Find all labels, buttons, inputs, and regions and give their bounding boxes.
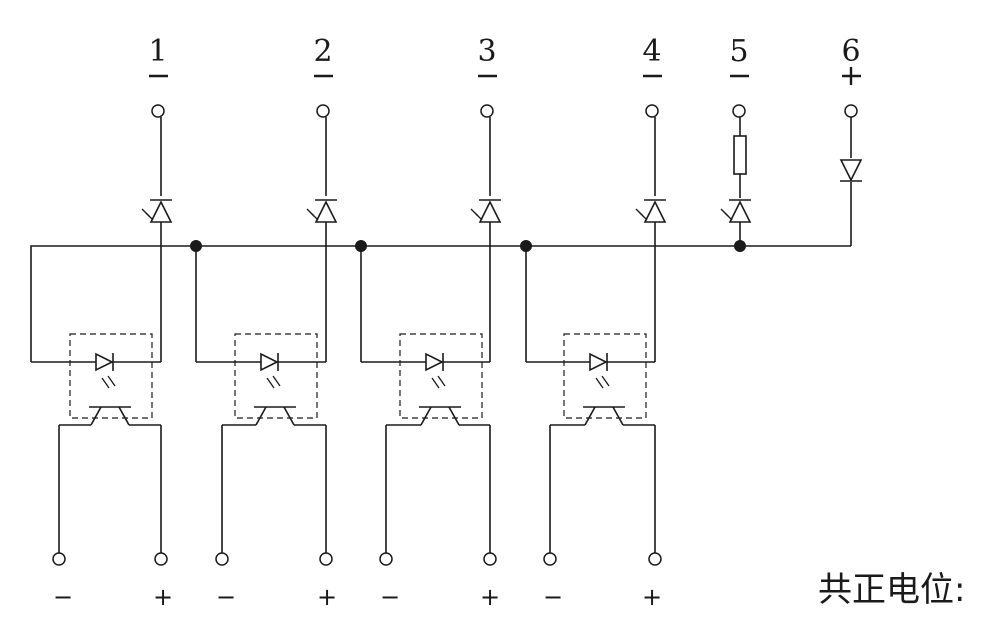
pin-number: 1 [148, 34, 167, 69]
pin-number: 2 [313, 34, 332, 69]
terminal-icon[interactable] [151, 104, 165, 118]
led-triangle [643, 200, 667, 223]
terminal-icon[interactable] [379, 552, 393, 566]
pin-6-label: 6 [841, 34, 861, 85]
light-arrow [474, 212, 483, 221]
optocoupler-box [563, 333, 647, 419]
optocoupler-icon [31, 333, 161, 426]
phototransistor-icon [59, 406, 161, 426]
opto-led-triangle [425, 352, 444, 372]
transistor-collector [420, 406, 432, 426]
output-1-minus: − [53, 583, 73, 611]
output-3-minus: − [380, 583, 400, 611]
transistor-emitter [118, 406, 130, 426]
pin-2-label: 2 [313, 34, 333, 78]
transistor-emitter [283, 406, 295, 426]
light-arrow [107, 375, 116, 387]
common-bus [30, 245, 851, 362]
optocoupler-icon [526, 333, 655, 426]
output-2-plus: + [317, 583, 337, 611]
terminal-icon[interactable] [154, 552, 168, 566]
pin-number: 3 [477, 34, 496, 69]
led-icon [470, 199, 502, 223]
pin-3-label: 3 [477, 34, 497, 78]
terminal-icon[interactable] [316, 104, 330, 118]
terminal-icon[interactable] [483, 552, 497, 566]
optocoupler-icon [196, 333, 326, 426]
terminal-icon[interactable] [52, 552, 66, 566]
light-arrow [272, 375, 281, 387]
output-4-plus: + [642, 583, 662, 611]
terminal-icon[interactable] [543, 552, 557, 566]
light-arrow [601, 375, 610, 387]
terminal-icon[interactable] [215, 552, 229, 566]
pin-number: 6 [841, 34, 860, 69]
diode-triangle [839, 159, 863, 182]
diode-icon [839, 159, 863, 182]
terminal-icon[interactable] [645, 104, 659, 118]
led-icon [141, 199, 173, 223]
light-arrow [639, 212, 648, 221]
pin-number: 5 [729, 34, 748, 69]
pin-number: 4 [642, 34, 661, 69]
terminal-icon[interactable] [732, 104, 746, 118]
phototransistor-icon [386, 406, 490, 426]
output-4-minus: − [543, 583, 563, 611]
opto-led-triangle [260, 352, 279, 372]
light-arrow [431, 377, 440, 389]
led-triangle [149, 200, 173, 223]
opto-led-triangle [95, 352, 114, 372]
led-icon [635, 199, 667, 223]
phototransistor-icon [550, 406, 655, 426]
common-positive-label: 共正电位: [818, 570, 965, 610]
pin-4-label: 4 [642, 34, 662, 78]
pin-5-label: 5 [729, 34, 749, 78]
optocoupler-icon [361, 333, 490, 426]
light-arrow [595, 377, 604, 389]
led-triangle [478, 200, 502, 223]
light-arrow [101, 377, 110, 389]
light-arrow [145, 212, 154, 221]
terminal-icon[interactable] [844, 104, 858, 118]
optocoupler-box [69, 333, 153, 419]
light-arrow [310, 212, 319, 221]
output-3-plus: + [480, 583, 500, 611]
light-arrow [437, 375, 446, 387]
optocoupler-box [234, 333, 318, 419]
transistor-collector [584, 406, 596, 426]
terminal-icon[interactable] [648, 552, 662, 566]
phototransistor-icon [222, 406, 326, 426]
light-arrow [266, 377, 275, 389]
optocoupler-box [399, 333, 483, 419]
resistor-icon [733, 135, 747, 175]
led-triangle [728, 200, 752, 223]
terminal-icon[interactable] [480, 104, 494, 118]
terminal-icon[interactable] [319, 552, 333, 566]
led-triangle [314, 200, 338, 223]
pin-1-label: 1 [148, 34, 168, 78]
transistor-collector [90, 406, 102, 426]
junction-dot-icon [734, 240, 746, 252]
transistor-emitter [448, 406, 460, 426]
output-2-minus: − [216, 583, 236, 611]
opto-led-triangle [589, 352, 608, 372]
light-arrow [724, 212, 733, 221]
transistor-emitter [612, 406, 624, 426]
output-1-plus: + [153, 583, 173, 611]
led-icon [306, 199, 338, 223]
led-icon [720, 199, 752, 223]
transistor-collector [255, 406, 267, 426]
